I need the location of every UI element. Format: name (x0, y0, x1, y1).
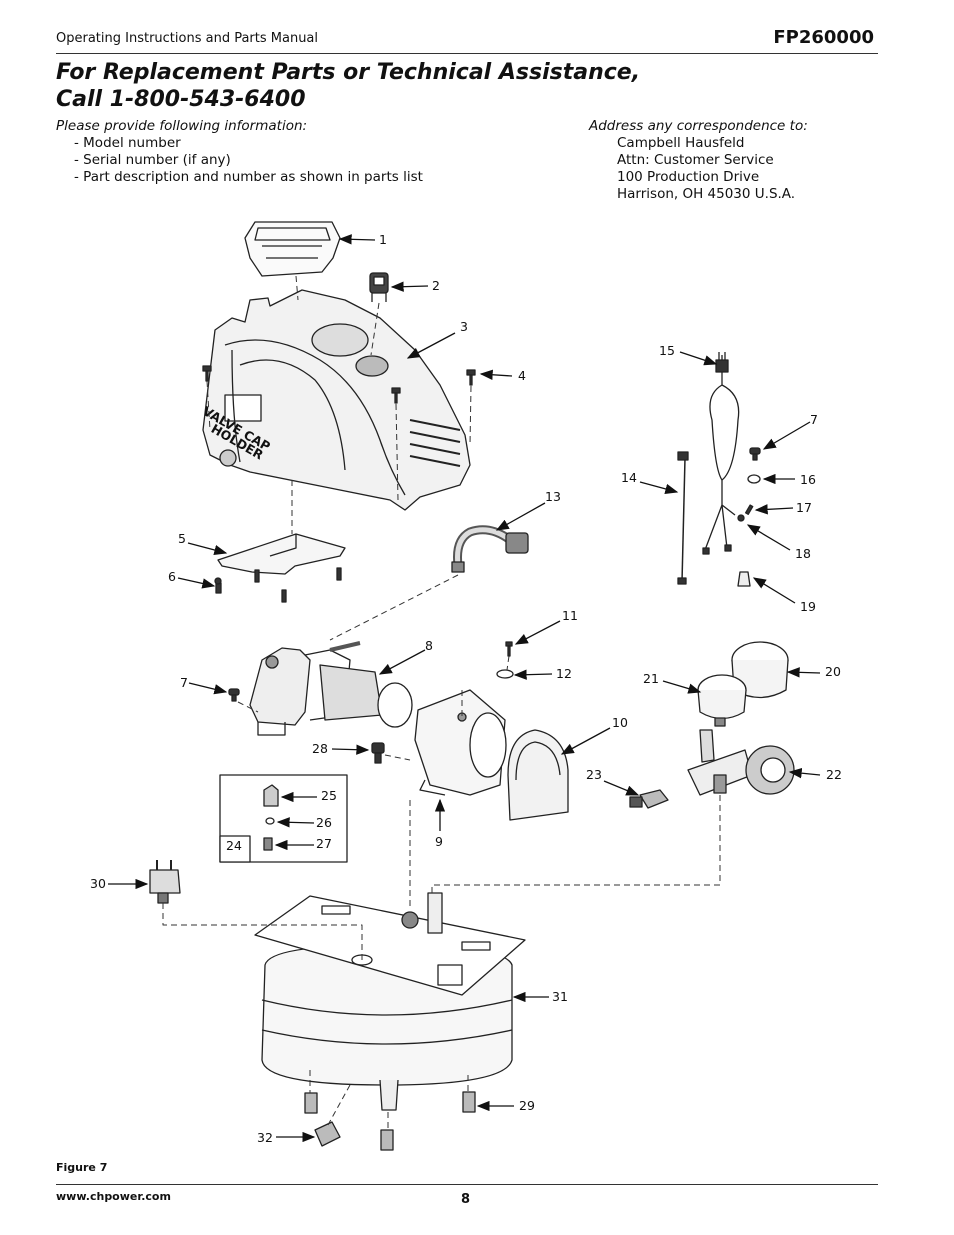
callout-29: 29 (519, 1098, 535, 1113)
page-title: For Replacement Parts or Technical Assis… (56, 59, 640, 113)
header-rule (56, 53, 878, 54)
title-line-2: Call 1-800-543-6400 (56, 87, 306, 112)
callout-10: 10 (612, 715, 628, 730)
callout-9: 9 (435, 834, 443, 849)
info-item-serial: - Serial number (if any) (74, 152, 231, 168)
part-21-gauge (697, 674, 747, 727)
callout-3: 3 (460, 319, 468, 334)
model-number: FP260000 (773, 27, 874, 48)
callout-12: 12 (556, 666, 572, 681)
part-3-shroud (202, 289, 471, 511)
callout-6: 6 (168, 569, 176, 584)
address-block: Address any correspondence to: Campbell … (589, 118, 808, 203)
part-23-safety-valve (629, 789, 669, 809)
part-18-nut (737, 514, 745, 522)
info-lead: Please provide following information: (56, 118, 308, 134)
callout-16: 16 (800, 472, 816, 487)
address-line-attn: Attn: Customer Service (617, 152, 774, 168)
callout-11: 11 (562, 608, 578, 623)
callout-14: 14 (621, 470, 637, 485)
part-5-bracket (217, 533, 346, 575)
part-9-housing (414, 689, 507, 796)
part-12-clip (496, 669, 514, 679)
callout-31: 31 (552, 989, 568, 1004)
callout-17: 17 (796, 500, 812, 515)
callout-32: 32 (257, 1130, 273, 1145)
part-15-power-cord (702, 352, 740, 555)
title-line-1: For Replacement Parts or Technical Assis… (56, 60, 641, 85)
callout-13: 13 (545, 489, 561, 504)
part-28-fitting (371, 742, 385, 764)
callout-15: 15 (659, 343, 675, 358)
callout-27: 27 (316, 836, 332, 851)
callout-8: 8 (425, 638, 433, 653)
callout-1: 1 (379, 232, 387, 247)
part-6-screws (214, 567, 342, 603)
assembly-lines (162, 275, 721, 1130)
callout-19: 19 (800, 599, 816, 614)
part-32-valve (314, 1121, 341, 1147)
part-13-hose (451, 525, 529, 573)
part-16-washer (747, 474, 761, 484)
address-line-city: Harrison, OH 45030 U.S.A. (617, 186, 796, 202)
exploded-parts-diagram: VALVE CAP HOLDER (90, 221, 842, 1151)
callout-25: 25 (321, 788, 337, 803)
part-7-screw-right (749, 447, 761, 461)
callout-26: 26 (316, 815, 332, 830)
callout-numbers: 1 2 3 4 5 6 7 8 7 9 10 11 12 13 14 15 16… (90, 232, 842, 1145)
part-2-switch (369, 272, 389, 302)
info-block: Please provide following information: - … (56, 118, 423, 186)
callout-30: 30 (90, 876, 106, 891)
callout-24: 24 (226, 838, 242, 853)
callout-23: 23 (586, 767, 602, 782)
part-11-screw (505, 641, 513, 657)
address-line-street: 100 Production Drive (617, 169, 760, 185)
part-17-screw (744, 504, 754, 515)
callout-7-right: 7 (810, 412, 818, 427)
part-10-end-cap (507, 729, 569, 821)
address-line-company: Campbell Hausfeld (617, 135, 745, 151)
part-14-wire (677, 451, 689, 585)
callout-leaders (108, 234, 821, 1143)
part-22-manifold (687, 729, 795, 796)
callout-18: 18 (795, 546, 811, 561)
callout-4: 4 (518, 368, 526, 383)
part-8-pump-motor (249, 641, 413, 736)
part-7-screw-left (228, 688, 240, 702)
info-item-part: - Part description and number as shown i… (74, 169, 423, 185)
info-item-model: - Model number (74, 135, 181, 151)
part-29-drain (304, 1091, 476, 1151)
callout-22: 22 (826, 767, 842, 782)
callout-7-left: 7 (180, 675, 188, 690)
figure-label: Figure 7 (56, 1161, 108, 1174)
part-19-wire-nut (737, 571, 751, 587)
part-31-tank (254, 892, 526, 1111)
manual-title: Operating Instructions and Parts Manual (56, 31, 319, 46)
address-lead: Address any correspondence to: (589, 118, 808, 134)
callout-21: 21 (643, 671, 659, 686)
page-number: 8 (461, 1192, 471, 1207)
callout-28: 28 (312, 741, 328, 756)
footer-rule (56, 1184, 878, 1185)
callout-5: 5 (178, 531, 186, 546)
callout-20: 20 (825, 664, 841, 679)
footer-website: www.chpower.com (56, 1190, 171, 1203)
part-1-tray (244, 221, 341, 277)
part-30-pressure-switch (149, 860, 181, 904)
callout-2: 2 (432, 278, 440, 293)
